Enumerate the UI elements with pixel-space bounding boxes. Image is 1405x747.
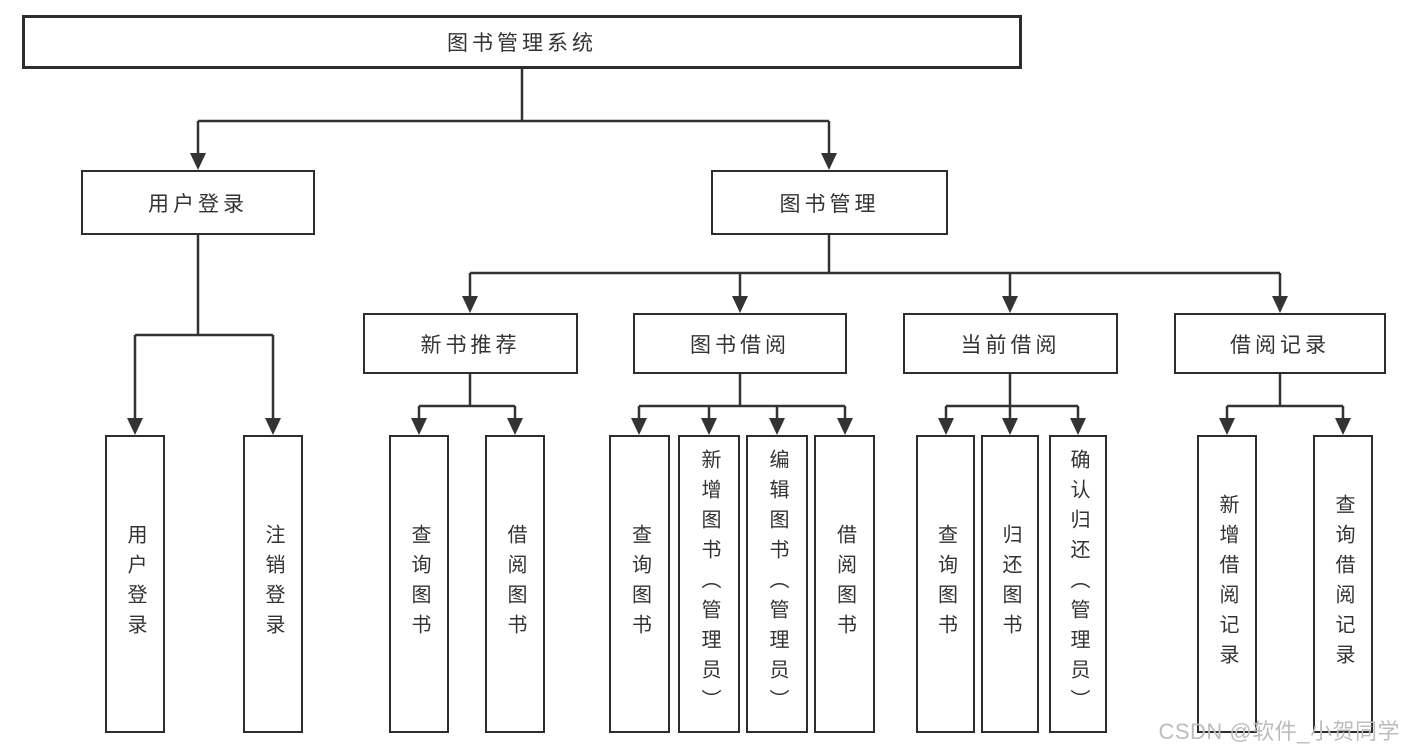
edge-user-login-to-children xyxy=(133,235,275,431)
leaf-nbr-borrow-books: 借阅图书 xyxy=(485,435,545,733)
node-current-borrowing: 当前借阅 xyxy=(903,313,1118,374)
edge-root-to-level2 xyxy=(196,69,831,166)
node-borrowing-records: 借阅记录 xyxy=(1174,313,1386,374)
arrowhead xyxy=(631,418,647,435)
watermark-text: CSDN @软件_小贺同学 xyxy=(1158,719,1400,744)
arrowhead xyxy=(732,296,748,313)
arrowhead xyxy=(837,418,853,435)
arrowhead xyxy=(938,418,954,435)
arrowheads xyxy=(127,153,1351,435)
arrowhead xyxy=(1070,418,1086,435)
arrowhead xyxy=(1002,296,1018,313)
node-new-book-recommend: 新书推荐 xyxy=(363,313,578,374)
edge-book-management-to-level3 xyxy=(468,235,1282,309)
node-user-login: 用户登录 xyxy=(81,170,315,235)
leaf-bb-add-books-admin: 新增图书（管理员） xyxy=(678,435,740,733)
arrowhead xyxy=(701,418,717,435)
edge-book-borrowing-to-children xyxy=(637,374,847,431)
edge-borrowing-records-to-children xyxy=(1225,374,1345,431)
edge-new-book-recommend-to-children xyxy=(417,374,517,431)
arrowhead xyxy=(1002,418,1018,435)
arrowhead xyxy=(265,418,281,435)
arrowhead xyxy=(411,418,427,435)
leaf-br-add-borrow-record: 新增借阅记录 xyxy=(1197,435,1257,733)
leaf-cb-confirm-return-admin: 确认归还（管理员） xyxy=(1049,435,1107,733)
arrowhead xyxy=(462,296,478,313)
arrowhead xyxy=(1219,418,1235,435)
leaf-cb-query-books: 查询图书 xyxy=(916,435,975,733)
arrowhead xyxy=(1335,418,1351,435)
arrowhead xyxy=(1272,296,1288,313)
leaf-bb-edit-books-admin: 编辑图书（管理员） xyxy=(746,435,808,733)
leaf-logout-login: 注销登录 xyxy=(243,435,303,733)
arrowhead xyxy=(190,153,206,170)
node-root: 图书管理系统 xyxy=(22,15,1022,69)
leaf-cb-return-books: 归还图书 xyxy=(981,435,1039,733)
arrowhead xyxy=(127,418,143,435)
node-book-management: 图书管理 xyxy=(711,170,948,235)
arrowhead xyxy=(507,418,523,435)
arrowhead xyxy=(769,418,785,435)
leaf-nbr-query-books: 查询图书 xyxy=(389,435,449,733)
node-book-borrowing: 图书借阅 xyxy=(633,313,847,374)
arrowhead xyxy=(821,153,837,170)
leaf-bb-query-books: 查询图书 xyxy=(609,435,670,733)
leaf-br-query-borrow-record: 查询借阅记录 xyxy=(1313,435,1373,733)
leaf-user-login: 用户登录 xyxy=(105,435,165,733)
leaf-bb-borrow-books: 借阅图书 xyxy=(814,435,875,733)
